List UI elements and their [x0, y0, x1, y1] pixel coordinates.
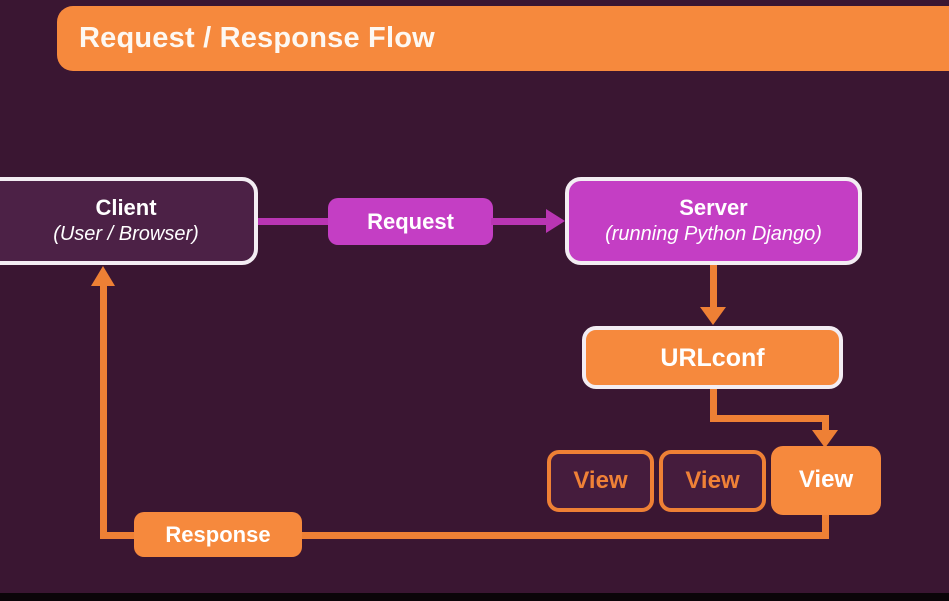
view-node-2: View [659, 450, 766, 512]
server-urlconf-arrowhead-icon [700, 307, 726, 325]
view-node-2-label: View [685, 466, 740, 494]
server-urlconf-line [710, 265, 717, 309]
response-arrowhead-icon [91, 266, 115, 286]
request-edge-text: Request [367, 208, 454, 234]
server-node-subtitle: (running Python Django) [605, 222, 822, 245]
urlconf-node-label: URLconf [660, 343, 765, 372]
page-title: Request / Response Flow [79, 22, 435, 54]
request-line-left [257, 218, 330, 225]
response-line-vertical [100, 284, 107, 539]
view-response-line [822, 515, 829, 539]
view-node-1: View [547, 450, 654, 512]
request-arrowhead-icon [546, 209, 565, 233]
urlconf-node: URLconf [582, 326, 843, 389]
client-node-subtitle: (User / Browser) [53, 222, 199, 245]
urlconf-view-line-horizontal [710, 415, 829, 422]
request-edge-label: Request [328, 198, 493, 245]
view-node-1-label: View [573, 466, 628, 494]
server-node-title: Server [679, 195, 748, 221]
bottom-letterbox-strip [0, 593, 949, 601]
client-node-title: Client [95, 195, 157, 221]
view-node-3-selected: View [771, 446, 881, 515]
title-banner: Request / Response Flow [57, 6, 949, 71]
client-node: Client (User / Browser) [0, 177, 258, 265]
view-node-3-label: View [798, 466, 854, 494]
response-edge-text: Response [165, 521, 271, 547]
urlconf-view-arrowhead-icon [812, 430, 838, 448]
response-edge-label: Response [134, 512, 302, 557]
urlconf-view-line-vertical-2 [822, 415, 829, 433]
urlconf-view-line-vertical-1 [710, 389, 717, 422]
response-line-horizontal [103, 532, 825, 539]
request-line-right [491, 218, 548, 225]
server-node: Server (running Python Django) [565, 177, 862, 265]
